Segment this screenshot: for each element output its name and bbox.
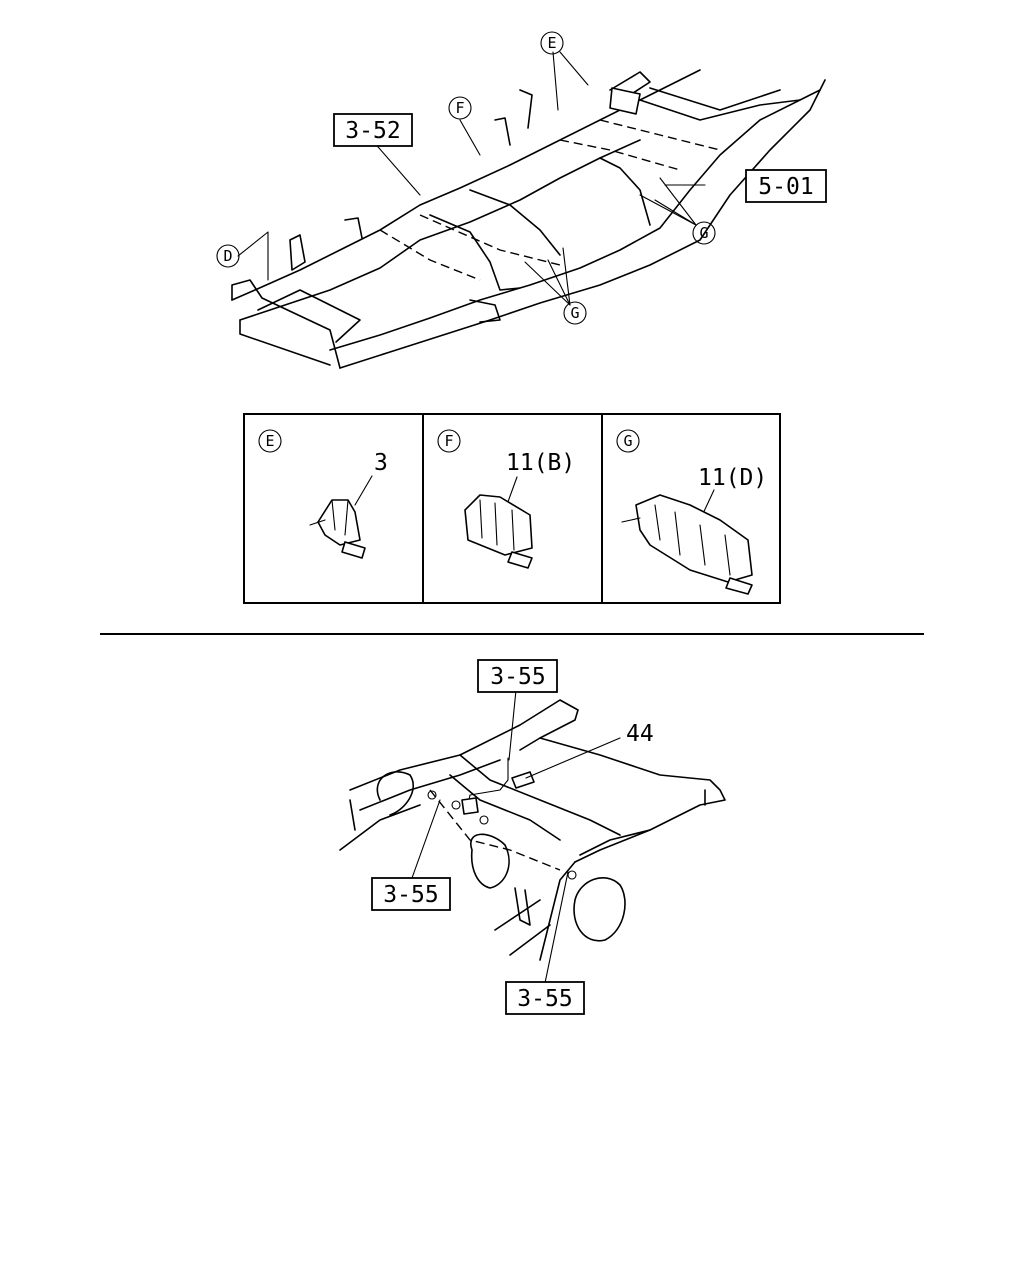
svg-text:D: D xyxy=(223,247,232,265)
panel-G-letter: G xyxy=(623,432,632,450)
panel-E-part-number: 3 xyxy=(374,450,388,476)
svg-text:G: G xyxy=(699,224,708,242)
ref-3-52-box[interactable]: 3-52 xyxy=(333,113,413,147)
ref-3-55-top-label: 3-55 xyxy=(490,664,545,690)
ref-3-55-bottom-label: 3-55 xyxy=(517,986,572,1012)
panel-G-part-number: 11(D) xyxy=(698,465,767,491)
panel-F-letter: F xyxy=(444,432,453,450)
callout-G-right[interactable]: G xyxy=(692,221,716,245)
ref-3-55-left-label: 3-55 xyxy=(383,882,438,908)
clip-part-11b-drawing xyxy=(464,494,533,569)
callout-F[interactable]: F xyxy=(448,96,472,120)
top-leader-lines xyxy=(237,51,706,306)
detail-panel-E[interactable]: E 3 xyxy=(258,429,388,559)
panel-E-letter: E xyxy=(265,432,274,450)
callout-E[interactable]: E xyxy=(540,31,564,55)
detail-panel-G[interactable]: G 11(D) xyxy=(616,429,767,595)
ref-3-55-left-box[interactable]: 3-55 xyxy=(371,877,451,911)
ref-3-55-bottom-box[interactable]: 3-55 xyxy=(505,981,585,1015)
callout-D[interactable]: D xyxy=(216,244,240,268)
bottom-leader-lines xyxy=(411,689,621,984)
ref-3-55-top-box[interactable]: 3-55 xyxy=(477,659,558,693)
svg-text:F: F xyxy=(455,99,464,117)
chassis-frame-drawing xyxy=(231,69,826,369)
ref-3-52-label: 3-52 xyxy=(345,118,400,144)
callout-G-bottom[interactable]: G xyxy=(563,301,587,325)
rear-frame-drawing xyxy=(339,699,726,961)
panel-F-part-number: 11(B) xyxy=(506,450,575,476)
detail-panel-F[interactable]: F 11(B) xyxy=(437,429,575,569)
clip-part-11d-drawing xyxy=(621,494,753,595)
part-44-label[interactable]: 44 xyxy=(626,721,654,747)
ref-5-01-label: 5-01 xyxy=(758,174,813,200)
clip-part-3-drawing xyxy=(309,499,366,559)
svg-text:E: E xyxy=(547,34,556,52)
ref-5-01-box[interactable]: 5-01 xyxy=(745,169,827,203)
svg-text:G: G xyxy=(570,304,579,322)
